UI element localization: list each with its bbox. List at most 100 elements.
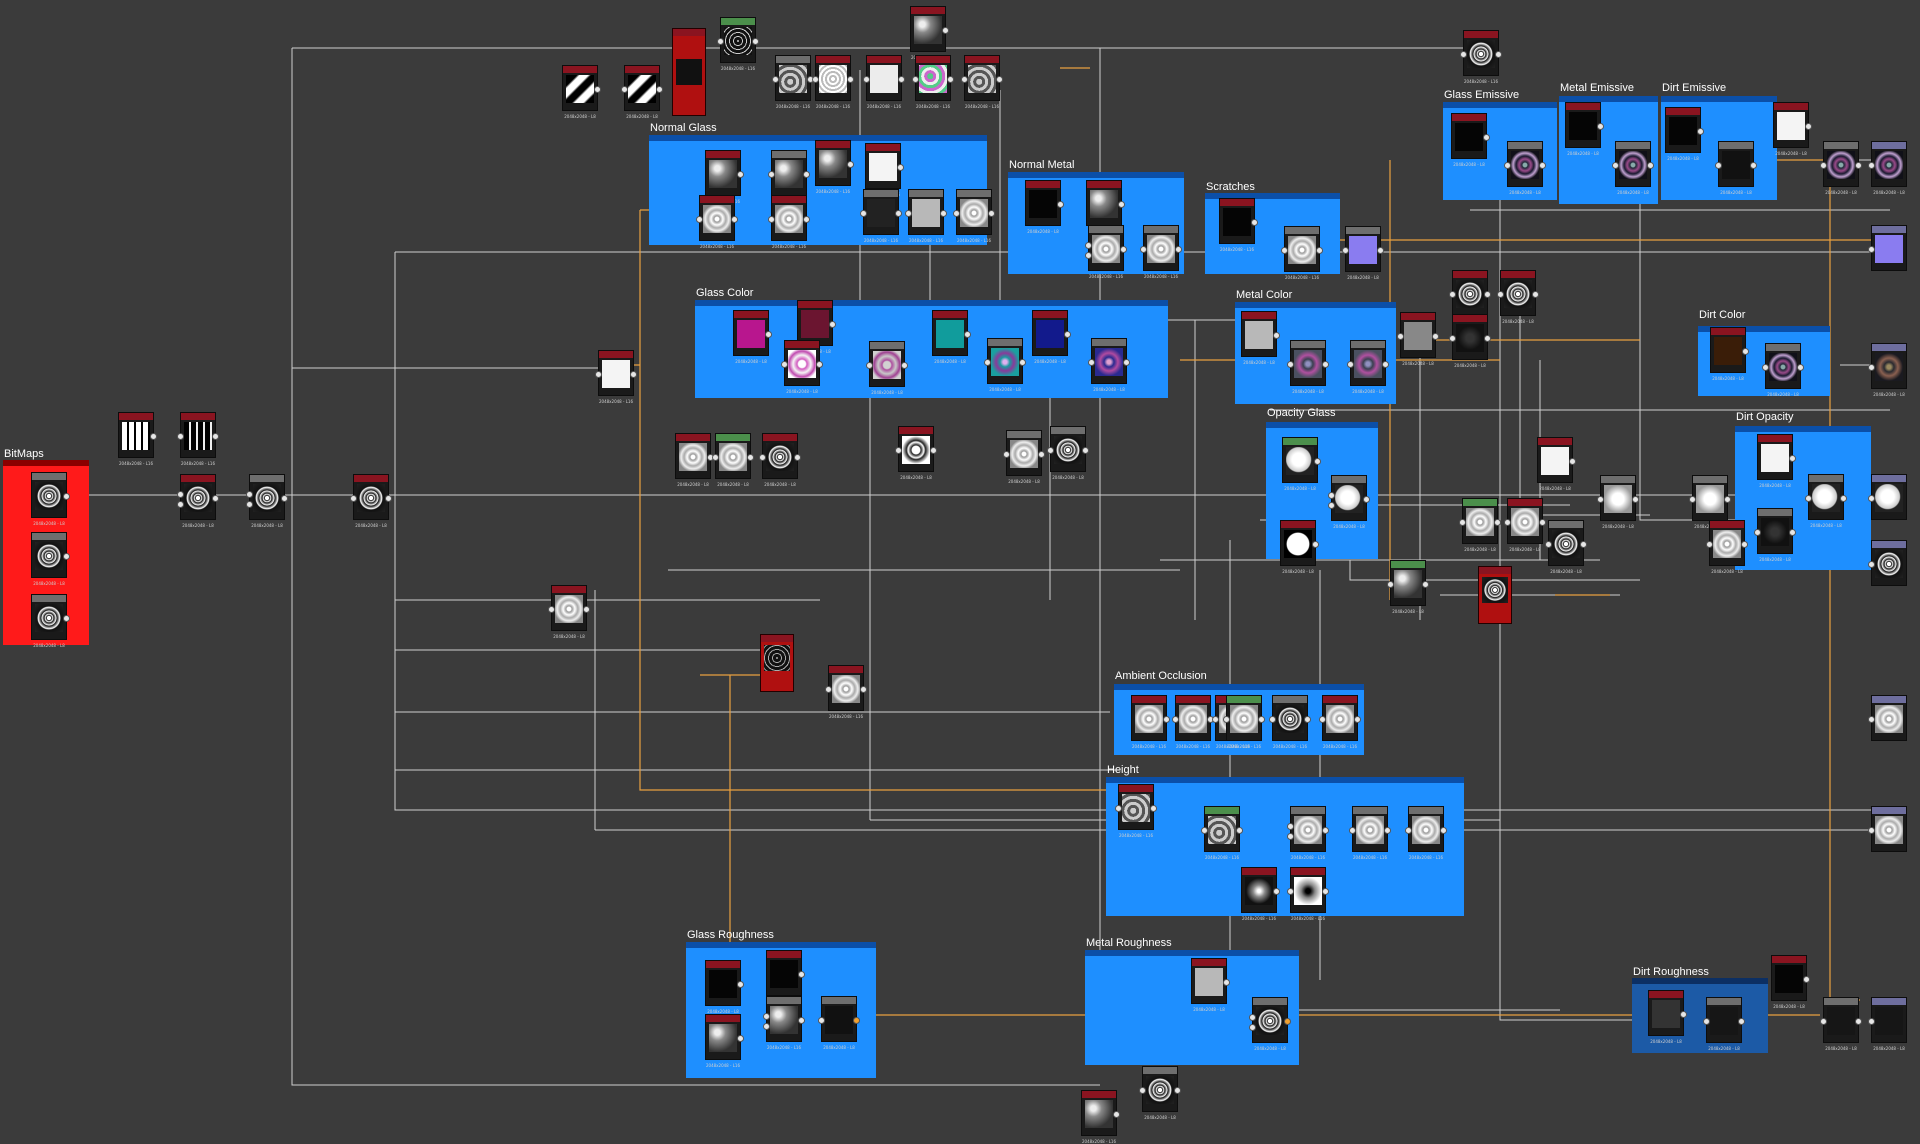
node-mid-rosette-1[interactable]: 2048x2048 - L8 [675, 433, 714, 487]
node-bitmap-2[interactable]: 2048x2048 - L8 [31, 532, 70, 586]
node-h-gradient[interactable]: 2048x2048 - L16 [1241, 867, 1280, 921]
node-mr-gray[interactable]: 2048x2048 - L8 [1191, 958, 1230, 1012]
node-ao-4[interactable]: 2048x2048 - L16 [1223, 695, 1265, 749]
node-ao-2[interactable]: 2048x2048 - L16 [1172, 695, 1214, 749]
node-rosette-lower[interactable]: 2048x2048 - L16 [825, 665, 867, 719]
node-rosette-blend[interactable]: 2048x2048 - L8 [1545, 520, 1587, 574]
node-white-ramp[interactable]: 2048x2048 - L8 [1773, 102, 1812, 156]
node-mid-rosette-4[interactable]: 2048x2048 - L8 [895, 426, 937, 480]
node-dr-black[interactable]: 2048x2048 - L8 [1771, 955, 1810, 1009]
node-do-white[interactable]: 2048x2048 - L8 [1757, 434, 1796, 488]
frame-glass-color[interactable] [695, 300, 1168, 398]
node-nm-blend[interactable]: 2048x2048 - L16 [1085, 225, 1127, 279]
node-noise-b[interactable]: 2048x2048 - L16 [961, 55, 1003, 109]
node-mr-blend-2[interactable]: 2048x2048 - L8 [1139, 1066, 1181, 1120]
node-h-blend-1[interactable]: 2048x2048 - L16 [1287, 806, 1329, 860]
node-ao-1[interactable]: 2048x2048 - L16 [1131, 695, 1170, 749]
node-dc-blend[interactable]: 2048x2048 - L8 [1762, 343, 1804, 397]
node-ge-blend[interactable]: 2048x2048 - L8 [1504, 141, 1546, 195]
node-gc-wine[interactable]: 2048x2048 - L8 [797, 300, 836, 354]
node-tile-sampler-lower[interactable] [760, 634, 794, 692]
node-ao-output[interactable] [1868, 695, 1907, 741]
node-top-blend[interactable]: 2048x2048 - L16 [1460, 30, 1502, 84]
node-rosette-green[interactable]: 2048x2048 - L8 [1459, 498, 1501, 552]
node-flood-random[interactable]: 2048x2048 - L16 [912, 55, 954, 109]
node-ng-gray[interactable]: 2048x2048 - L16 [905, 189, 947, 243]
node-dr-blend[interactable]: 2048x2048 - L8 [1703, 997, 1745, 1051]
node-gr-blend-2[interactable]: 2048x2048 - L8 [818, 996, 860, 1050]
node-sphere-green[interactable]: 2048x2048 - L8 [1387, 560, 1429, 614]
node-gc-blend-1[interactable]: 2048x2048 - L8 [866, 341, 908, 395]
node-rosette-r3[interactable]: 2048x2048 - L8 [1449, 314, 1491, 368]
node-scratch-black[interactable]: 2048x2048 - L16 [1219, 198, 1258, 252]
node-mid-rosette-5[interactable]: 2048x2048 - L8 [1003, 430, 1045, 484]
node-mc-blend-2[interactable]: 2048x2048 - L8 [1347, 340, 1389, 394]
node-ng-white[interactable]: 2048x2048 - L16 [865, 143, 904, 197]
node-og-sphere-2[interactable]: 2048x2048 - L8 [1280, 520, 1319, 574]
frame-dirt-opacity[interactable] [1735, 426, 1871, 570]
node-ge-black[interactable]: 2048x2048 - L8 [1451, 113, 1490, 167]
node-levels-top[interactable]: 2048x2048 - L16 [717, 17, 759, 71]
node-swirl-1[interactable]: 2048x2048 - L8 [562, 65, 601, 119]
node-me-blend[interactable]: 2048x2048 - L8 [1612, 141, 1654, 195]
node-mc-gray-2[interactable]: 2048x2048 - L8 [1397, 312, 1439, 366]
node-flood-fill-mid[interactable]: 2048x2048 - L16 [595, 350, 637, 404]
node-noise-a[interactable]: 2048x2048 - L16 [772, 55, 814, 109]
node-ng-noise[interactable]: 2048x2048 - L16 [705, 150, 744, 204]
node-roughness-output-mid[interactable] [1868, 540, 1907, 586]
node-gr-blend[interactable]: 2048x2048 - L16 [763, 996, 805, 1050]
node-mid-rosette-3[interactable]: 2048x2048 - L8 [759, 433, 801, 487]
node-rosette-left[interactable]: 2048x2048 - L8 [548, 585, 590, 639]
node-gc-blend-3[interactable]: 2048x2048 - L8 [1088, 338, 1130, 392]
node-mc-blend-1[interactable]: 2048x2048 - L8 [1287, 340, 1329, 394]
node-rosette-r2[interactable]: 2048x2048 - L8 [1497, 270, 1539, 324]
node-flood-fill[interactable]: 2048x2048 - L16 [863, 55, 905, 109]
node-dc-brown[interactable]: 2048x2048 - L8 [1710, 327, 1749, 381]
node-bitmap-3[interactable]: 2048x2048 - L8 [31, 594, 70, 648]
node-mr-blend[interactable]: 2048x2048 - L8 [1249, 997, 1291, 1051]
node-swirl-2[interactable]: 2048x2048 - L8 [621, 65, 663, 119]
node-h-levels[interactable]: 2048x2048 - L16 [1201, 806, 1243, 860]
node-nm-black[interactable]: 2048x2048 - L8 [1025, 180, 1064, 234]
node-ng-smudge[interactable]: 2048x2048 - L16 [815, 140, 854, 194]
node-rosette-light-2[interactable]: 2048x2048 - L8 [1706, 520, 1748, 574]
node-blend-1[interactable]: 2048x2048 - L8 [246, 474, 288, 528]
node-ao-5[interactable]: 2048x2048 - L16 [1269, 695, 1311, 749]
node-symmetry[interactable]: 2048x2048 - L8 [350, 474, 392, 528]
node-ng-rosette-2[interactable]: 2048x2048 - L16 [768, 195, 810, 249]
node-h-blend-2[interactable]: 2048x2048 - L16 [1349, 806, 1391, 860]
node-nm-noise[interactable]: 2048x2048 - L8 [1086, 180, 1125, 234]
node-dr-gray[interactable]: 2048x2048 - L8 [1648, 990, 1687, 1044]
node-gc-magenta[interactable]: 2048x2048 - L8 [733, 310, 772, 364]
node-de-black[interactable]: 2048x2048 - L8 [1665, 107, 1704, 161]
node-mr-noise[interactable]: 2048x2048 - L16 [1081, 1090, 1120, 1144]
node-scratch-blend[interactable]: 2048x2048 - L16 [1281, 226, 1323, 280]
node-gc-blend-2[interactable]: 2048x2048 - L8 [984, 338, 1026, 392]
node-emissive-output[interactable]: 2048x2048 - L8 [1868, 141, 1907, 195]
node-mid-rosette-6[interactable]: 2048x2048 - L8 [1047, 426, 1089, 480]
node-gradient-top[interactable]: 2048x2048 - L16 [910, 6, 949, 60]
node-rosette-r1[interactable]: 2048x2048 - L8 [1449, 270, 1491, 324]
node-bitmap-1[interactable]: 2048x2048 - L8 [31, 472, 70, 526]
node-ng-normal[interactable]: 2048x2048 - L16 [953, 189, 995, 243]
node-emissive-blend[interactable]: 2048x2048 - L8 [1820, 141, 1862, 195]
node-ng-rosette-1[interactable]: 2048x2048 - L16 [696, 195, 738, 249]
node-gr-noise[interactable]: 2048x2048 - L16 [705, 1014, 744, 1068]
node-opacity-blend-1[interactable]: 2048x2048 - L8 [1597, 475, 1639, 529]
node-og-sphere-1[interactable]: 2048x2048 - L8 [1282, 437, 1321, 491]
node-ao-6[interactable]: 2048x2048 - L16 [1319, 695, 1361, 749]
node-opacity-output[interactable] [1868, 474, 1907, 520]
node-tile-sampler[interactable] [672, 28, 706, 116]
node-roughness-blend[interactable]: 2048x2048 - L8 [1820, 997, 1862, 1051]
node-rosette-red[interactable]: 2048x2048 - L8 [1504, 498, 1546, 552]
node-roughness-output[interactable]: 2048x2048 - L8 [1868, 997, 1907, 1051]
node-height-output[interactable] [1868, 806, 1907, 852]
node-multi-switch[interactable]: 2048x2048 - L8 [177, 474, 219, 528]
node-gc-navy[interactable]: 2048x2048 - L8 [1032, 310, 1071, 364]
node-normal-output-purple[interactable]: 2048x2048 - L8 [1342, 226, 1384, 280]
node-nm-normal[interactable]: 2048x2048 - L16 [1140, 225, 1182, 279]
node-og-blend[interactable]: 2048x2048 - L8 [1328, 475, 1370, 529]
node-tall-rosette[interactable] [1478, 566, 1512, 624]
node-bars[interactable]: 2048x2048 - L16 [177, 412, 219, 466]
